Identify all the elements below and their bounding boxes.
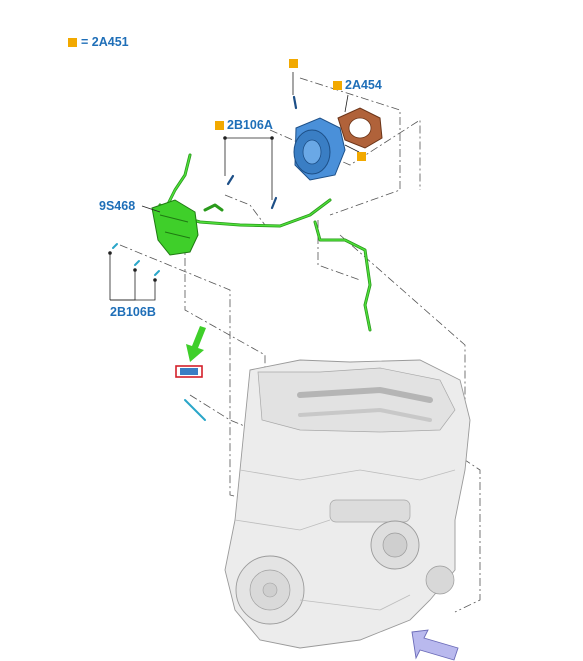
green-arrow-icon bbox=[186, 326, 206, 362]
vacuum-pump bbox=[293, 117, 346, 181]
callout-2B106A: 2B106A bbox=[215, 118, 273, 132]
leader-lines bbox=[109, 72, 360, 301]
orange-square-icon bbox=[357, 152, 366, 161]
legend: = 2A451 bbox=[68, 35, 129, 49]
highlighted-connector bbox=[175, 365, 206, 421]
hose-manifold bbox=[151, 199, 199, 256]
orange-square-icon bbox=[289, 59, 298, 68]
orange-square-icon bbox=[215, 120, 224, 130]
callout-label: 2A454 bbox=[345, 78, 382, 92]
legend-text: = 2A451 bbox=[81, 35, 129, 49]
callout-9S468: 9S468 bbox=[99, 199, 136, 213]
orange-square-icon bbox=[333, 80, 342, 90]
view-direction-arrow-icon bbox=[411, 629, 459, 661]
fastener-studs bbox=[112, 243, 160, 276]
leader-dots bbox=[108, 136, 274, 282]
callout-label: 2B106A bbox=[227, 118, 273, 132]
engine-block bbox=[224, 359, 471, 649]
bolts bbox=[226, 95, 298, 210]
gasket bbox=[337, 107, 383, 149]
orange-square-icon bbox=[68, 37, 77, 47]
callout-2A454: 2A454 bbox=[333, 78, 382, 92]
callout-2B106B: 2B106B bbox=[110, 305, 156, 319]
